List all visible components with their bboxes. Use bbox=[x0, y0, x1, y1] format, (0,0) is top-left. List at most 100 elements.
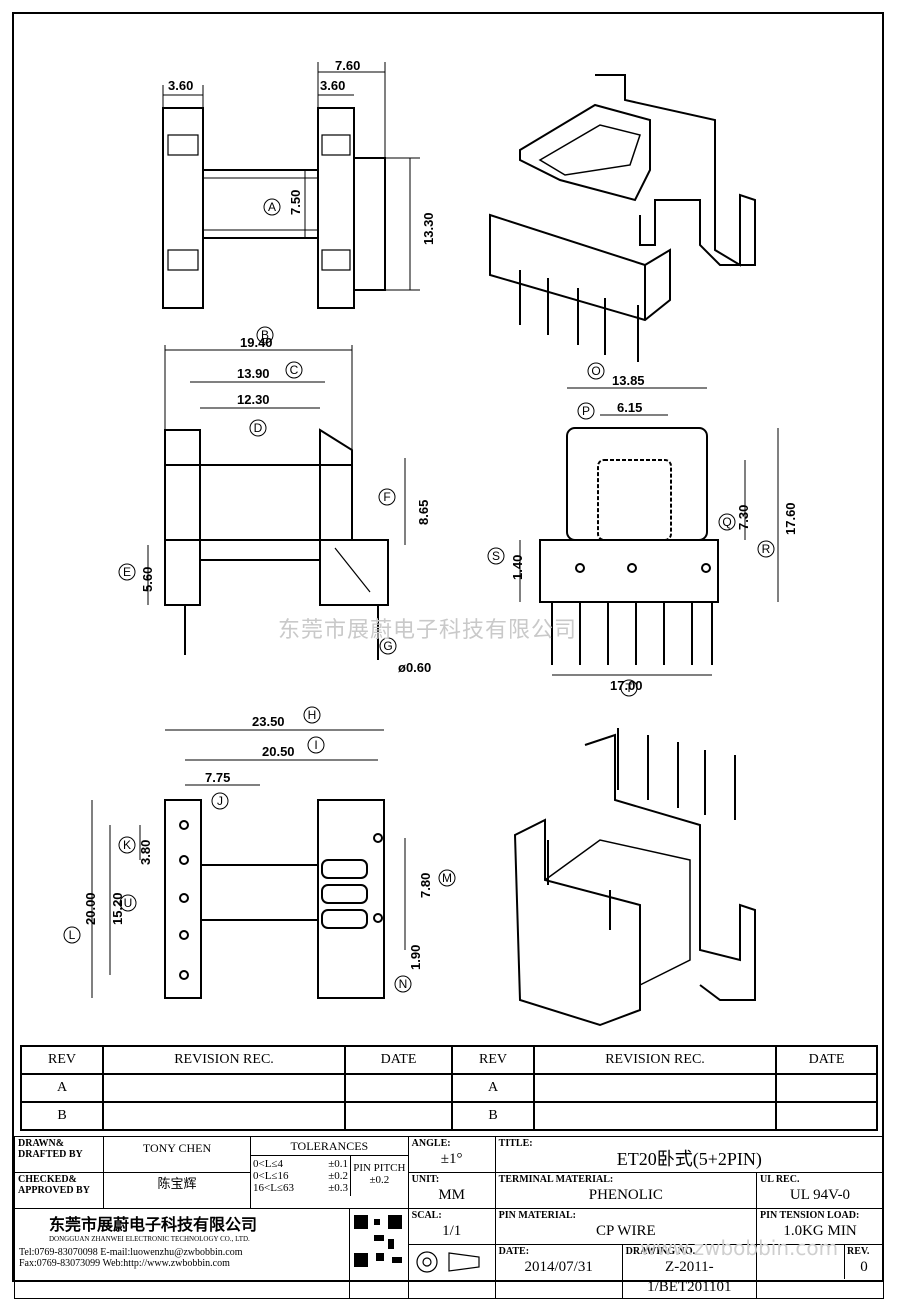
callout-t: T bbox=[625, 681, 633, 695]
callout-b: B bbox=[261, 328, 269, 342]
tol-value: ±0.1 bbox=[328, 1158, 348, 1170]
callout-n: N bbox=[399, 977, 408, 991]
drawing-no-value: Z-2011-1/BET201101 bbox=[647, 1259, 732, 1295]
callout-o: O bbox=[591, 364, 600, 378]
dim-6-15: 6.15 bbox=[617, 400, 642, 415]
callout-p: P bbox=[582, 404, 590, 418]
dim-3-60-left: 3.60 bbox=[168, 78, 193, 93]
qr-code-icon bbox=[353, 1215, 402, 1267]
dim-1-40: 1.40 bbox=[510, 555, 525, 580]
title-value: ET20卧式(5+2PIN) bbox=[616, 1149, 762, 1169]
rev-cell: A bbox=[20, 1073, 104, 1103]
tolerances-label: TOLERANCES bbox=[251, 1137, 408, 1156]
title-block: DRAWN& DRAFTED BY TONY CHEN TOLERANCES 0… bbox=[14, 1136, 885, 1299]
callout-e: E bbox=[123, 565, 131, 579]
rev-cell bbox=[344, 1101, 453, 1131]
front-view bbox=[539, 427, 719, 665]
dim-13-30: 13.30 bbox=[421, 212, 436, 245]
callout-d: D bbox=[254, 421, 263, 435]
projection-symbol-icon bbox=[416, 1251, 480, 1273]
tol-value: ±0.3 bbox=[328, 1182, 348, 1194]
date-header-2: DATE bbox=[775, 1045, 878, 1075]
ul-label: UL REC. bbox=[760, 1174, 800, 1185]
pin-tension-label: PIN TENSION LOAD: bbox=[760, 1210, 860, 1221]
rev-cell: B bbox=[451, 1101, 535, 1131]
dim-7-50: 7.50 bbox=[288, 190, 303, 215]
callout-u: U bbox=[124, 896, 133, 910]
rev-cell bbox=[102, 1073, 346, 1103]
dim-13-90: 13.90 bbox=[237, 366, 270, 381]
top-view bbox=[162, 107, 386, 309]
rev-cell: B bbox=[20, 1101, 104, 1131]
callout-m: M bbox=[442, 871, 452, 885]
revision-rec-header-2: REVISION REC. bbox=[533, 1045, 777, 1075]
checked-label: CHECKED& APPROVED BY bbox=[18, 1174, 90, 1196]
drawing-no-label: DRAWING NO. bbox=[625, 1246, 696, 1257]
rev-header-2: REV bbox=[451, 1045, 535, 1075]
drawn-label: DRAWN& DRAFTED BY bbox=[18, 1138, 83, 1160]
pin-material-value: CP WIRE bbox=[596, 1223, 656, 1239]
pin-material-label: PIN MATERIAL: bbox=[498, 1210, 576, 1221]
dim-3-80: 3.80 bbox=[138, 840, 153, 865]
callout-r: R bbox=[762, 542, 771, 556]
dim-7-75: 7.75 bbox=[205, 770, 230, 785]
scale-value: 1/1 bbox=[442, 1223, 462, 1239]
callout-q: Q bbox=[722, 515, 731, 529]
rev-header: REV bbox=[20, 1045, 104, 1075]
revision-table: REV REVISION REC. DATE REV REVISION REC.… bbox=[20, 1045, 878, 1131]
dim-pin-diameter: ø0.60 bbox=[398, 660, 431, 675]
scale-label: SCAL: bbox=[411, 1210, 442, 1221]
angle-value: ±1° bbox=[440, 1151, 463, 1167]
dim-15-20: 15.20 bbox=[110, 892, 125, 925]
callout-h: H bbox=[308, 708, 317, 722]
company-fax: Fax:0769-83073099 bbox=[19, 1258, 101, 1269]
pin-pitch-value: ±0.2 bbox=[369, 1174, 390, 1186]
tol-range: 0<L≤16 bbox=[253, 1170, 289, 1182]
tol-range: 0<L≤4 bbox=[253, 1158, 283, 1170]
callout-l: L bbox=[69, 928, 76, 942]
company-name-en: DONGGUAN ZHANWEI ELECTRONIC TECHNOLOGY C… bbox=[49, 1235, 250, 1243]
dim-7-30: 7.30 bbox=[736, 505, 751, 530]
tol-value: ±0.2 bbox=[328, 1170, 348, 1182]
callout-i: I bbox=[314, 738, 317, 752]
rev-cell bbox=[102, 1101, 346, 1131]
callout-g: G bbox=[383, 639, 392, 653]
technical-drawing: 3.60 7.60 3.60 7.50 13.30 19.40 13.90 12… bbox=[63, 58, 798, 1027]
rev-label: REV. bbox=[847, 1246, 870, 1257]
rev-cell bbox=[775, 1101, 878, 1131]
drawn-value: TONY CHEN bbox=[142, 1141, 212, 1155]
company-tel: Tel:0769-83070098 bbox=[19, 1247, 98, 1258]
date-header: DATE bbox=[344, 1045, 453, 1075]
dim-19-40: 19.40 bbox=[240, 335, 273, 350]
dim-23-50: 23.50 bbox=[252, 714, 285, 729]
dim-17-60: 17.60 bbox=[783, 502, 798, 535]
watermark-url: www.zwbobbin.com bbox=[640, 1236, 839, 1260]
company-web: Web:http://www.zwbobbin.com bbox=[102, 1258, 230, 1269]
terminal-material-label: TERMINAL MATERIAL: bbox=[498, 1174, 614, 1185]
pin-tension-value: 1.0KG MIN bbox=[783, 1223, 857, 1239]
rev-cell bbox=[775, 1073, 878, 1103]
company-email: E-mail:luowenzhu@zwbobbin.com bbox=[100, 1247, 243, 1258]
rev-value: 0 bbox=[860, 1259, 868, 1275]
callout-s: S bbox=[492, 549, 500, 563]
callout-c: C bbox=[290, 363, 299, 377]
rev-cell bbox=[344, 1073, 453, 1103]
callout-f: F bbox=[383, 490, 390, 504]
company-name-cn: 东莞市展蔚电子科技有限公司 bbox=[49, 1215, 258, 1234]
terminal-material-value: PHENOLIC bbox=[588, 1187, 663, 1203]
dim-20-00: 20.00 bbox=[83, 892, 98, 925]
dim-7-80: 7.80 bbox=[418, 873, 433, 898]
rev-cell: A bbox=[451, 1073, 535, 1103]
title-label: TITLE: bbox=[498, 1138, 533, 1149]
watermark: 东莞市展蔚电子科技有限公司 bbox=[278, 618, 578, 643]
callout-j: J bbox=[217, 794, 223, 808]
dim-1-90: 1.90 bbox=[408, 945, 423, 970]
rev-cell bbox=[533, 1101, 777, 1131]
rev-cell bbox=[533, 1073, 777, 1103]
callout-k: K bbox=[123, 838, 131, 852]
unit-value: MM bbox=[438, 1187, 466, 1203]
angle-label: ANGLE: bbox=[411, 1138, 451, 1149]
dim-8-65: 8.65 bbox=[416, 500, 431, 525]
dim-7-60: 7.60 bbox=[335, 58, 360, 73]
